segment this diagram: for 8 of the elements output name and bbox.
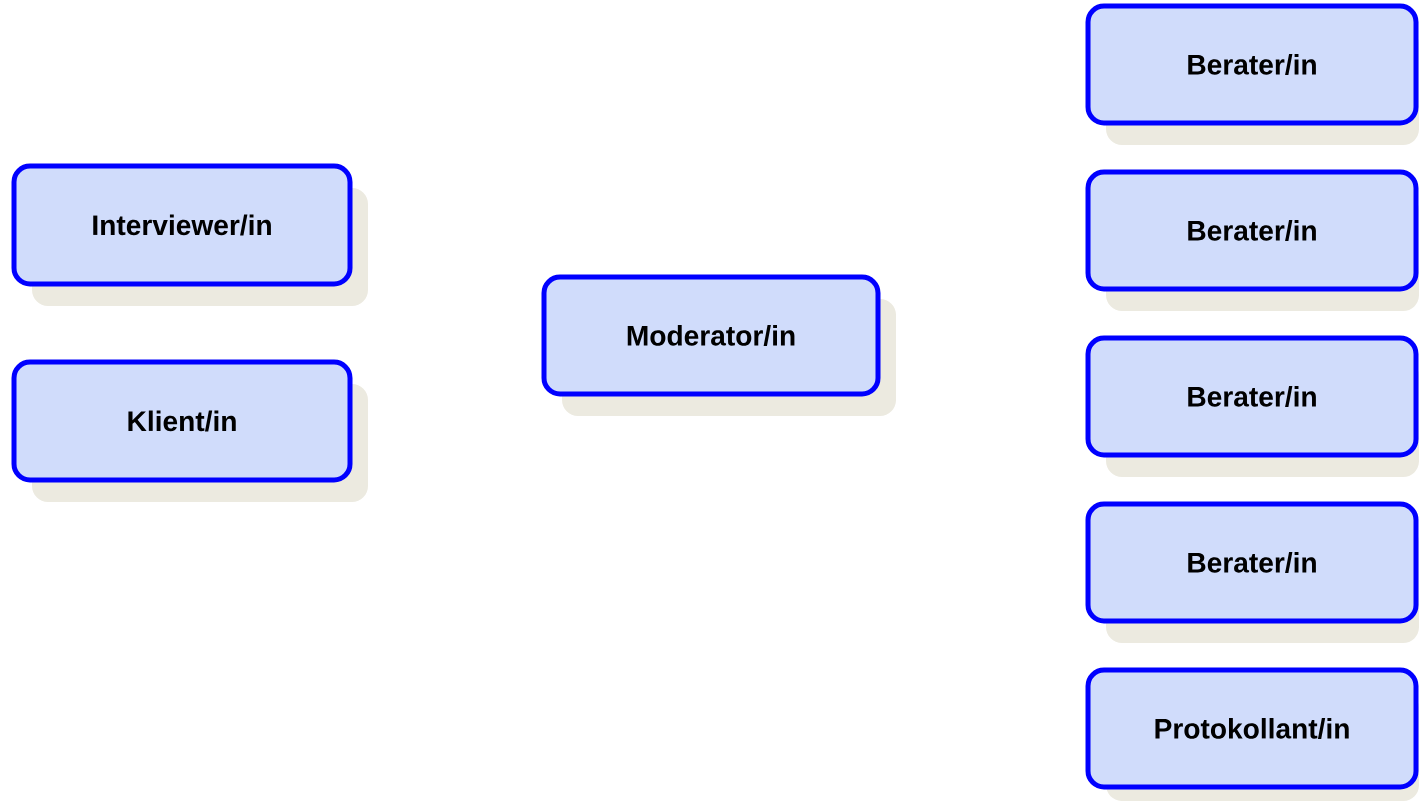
process-box: Protokollant/in: [1085, 667, 1419, 801]
process-box: Berater/in: [1085, 335, 1419, 477]
process-box: Berater/in: [1085, 169, 1419, 311]
process-box: Klient/in: [11, 359, 368, 502]
process-box: Moderator/in: [541, 274, 896, 416]
process-box: Interviewer/in: [11, 163, 368, 306]
process-box: Berater/in: [1085, 501, 1419, 643]
process-box: Berater/in: [1085, 3, 1419, 145]
